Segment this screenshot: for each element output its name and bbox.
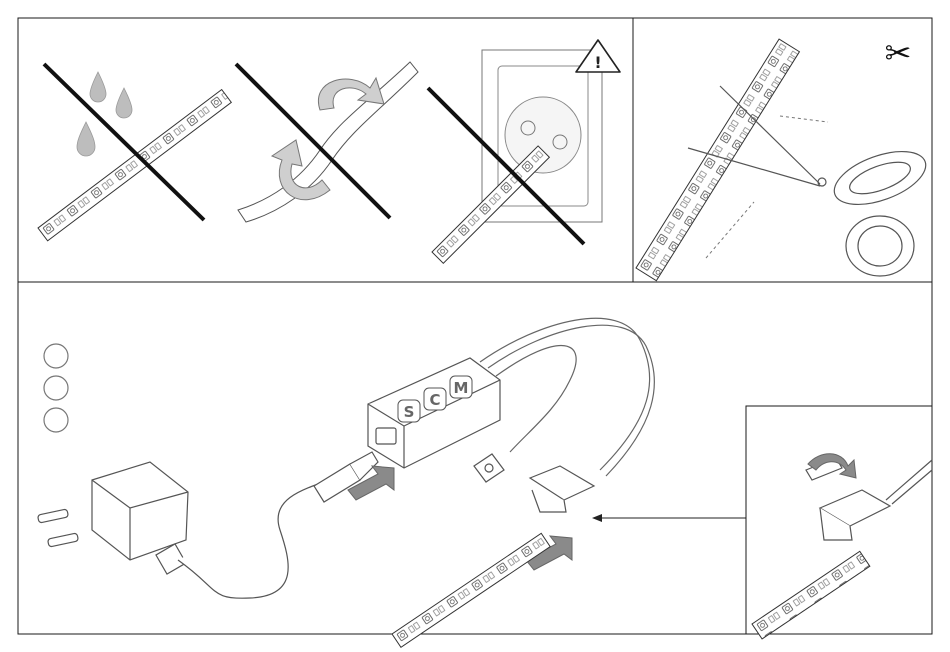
led-strip (636, 39, 799, 281)
dc-plug (314, 452, 378, 502)
controller-button-c: C (424, 388, 446, 410)
no-water-warning (38, 64, 231, 241)
cut-line (706, 202, 754, 258)
controller-button-s: S (398, 400, 420, 422)
controller-button-m: M (450, 376, 472, 398)
step-marker (44, 344, 68, 368)
no-twist-warning (236, 62, 418, 222)
power-adapter (37, 462, 330, 598)
strip-connector (530, 466, 594, 512)
scissors-icon: ✂ (885, 34, 912, 72)
step-marker (44, 376, 68, 400)
step-markers (44, 344, 68, 432)
controller-button-label: M (454, 379, 469, 397)
scissors-drawing (688, 86, 933, 276)
cut-line (780, 116, 828, 122)
connector-detail-inset (746, 406, 932, 639)
controller-button-label: C (429, 391, 440, 409)
step-marker (44, 408, 68, 432)
controller-cables (480, 318, 654, 476)
controller-button-label: S (404, 403, 415, 421)
led-strip (392, 533, 550, 647)
ir-receiver (474, 454, 504, 482)
detail-pointer (592, 514, 746, 522)
no-socket-warning (428, 50, 602, 263)
warning-triangle-symbol: ! (594, 53, 601, 72)
cutting-panel: ✂ (636, 34, 933, 281)
led-controller (368, 358, 500, 468)
